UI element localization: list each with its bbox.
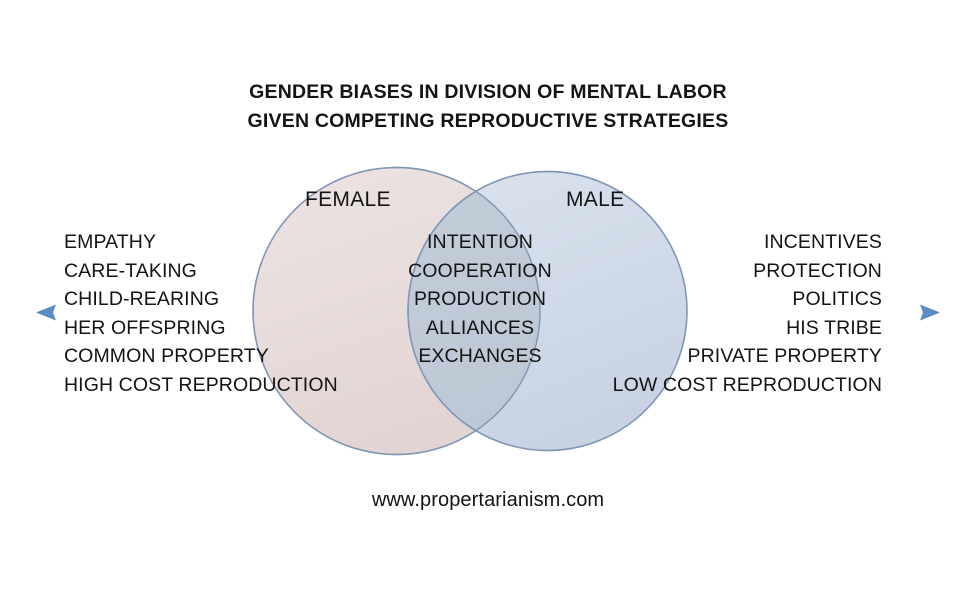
arrowhead-left-icon	[36, 304, 56, 321]
male-circle-label: MALE	[566, 188, 625, 211]
list-item: INTENTION	[427, 231, 533, 253]
female-attribute-list: EMPATHY CARE-TAKING CHILD-REARING HER OF…	[64, 228, 338, 399]
female-circle-label: FEMALE	[305, 188, 391, 211]
list-item: CARE-TAKING	[64, 259, 197, 282]
list-item: CHILD-REARING	[64, 288, 220, 310]
list-item: PRODUCTION	[413, 288, 547, 310]
list-item: HIS TRIBE	[786, 316, 882, 339]
list-item: PRIVATE PROPERTY	[687, 345, 882, 367]
list-item: COOPERATION	[408, 259, 552, 282]
list-item: POLITICS	[792, 288, 882, 310]
list-item: HIGH COST REPRODUCTION	[64, 373, 338, 396]
title-line-1: GENDER BIASES IN DIVISION OF MENTAL LABO…	[249, 81, 727, 103]
list-item: PROTECTION	[753, 259, 882, 282]
list-item: HER OFFSPRING	[64, 316, 226, 339]
website-url: www.propertarianism.com	[371, 489, 605, 511]
horizontal-axis-arrow	[36, 304, 940, 321]
list-item: EXCHANGES	[418, 345, 542, 367]
list-item: EMPATHY	[64, 231, 157, 253]
list-item: COMMON PROPERTY	[64, 345, 269, 367]
list-item: INCENTIVES	[763, 231, 882, 253]
arrowhead-right-icon	[920, 304, 940, 321]
list-item: LOW COST REPRODUCTION	[612, 373, 882, 396]
title-line-2: GIVEN COMPETING REPRODUCTIVE STRATEGIES	[247, 110, 729, 132]
overlap-attribute-list: INTENTION COOPERATION PRODUCTION ALLIANC…	[0, 228, 968, 371]
male-attribute-list: INCENTIVES PROTECTION POLITICS HIS TRIBE…	[613, 228, 882, 399]
list-item: ALLIANCES	[425, 316, 535, 339]
page-title: GENDER BIASES IN DIVISION OF MENTAL LABO…	[0, 78, 976, 136]
